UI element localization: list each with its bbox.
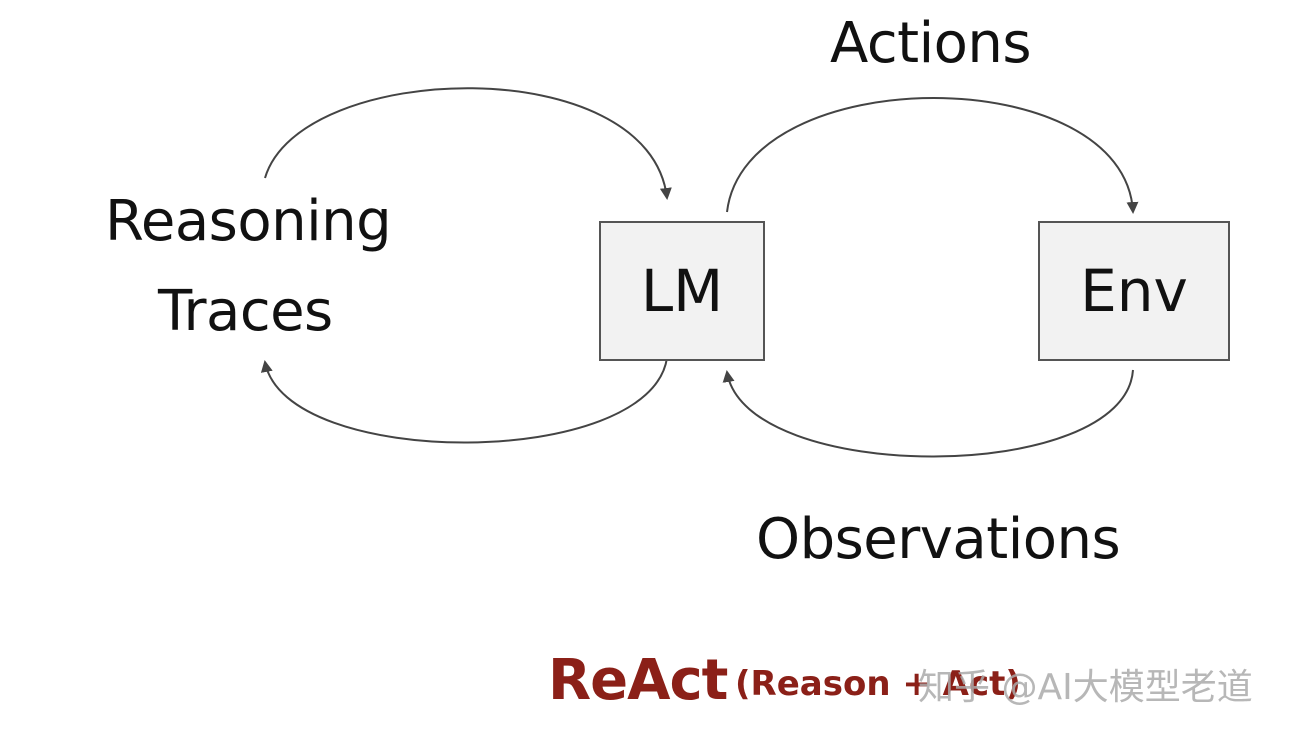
arrow-lm-to-env [726,97,1139,214]
react-subtitle: (Reason + Act) [735,664,1021,704]
react-title: ReAct [548,648,728,713]
zhihu-watermark: 知乎 @AI大模型老道 [918,667,1253,708]
actions-label: Actions [830,11,1032,76]
reasoning-label-line2: Traces [158,279,333,344]
arrow-reasoning-to-lm [264,87,672,200]
arrow-env-to-lm [722,369,1134,458]
env-node-label: Env [1080,257,1188,325]
lm-node-label: LM [640,257,724,325]
observations-label: Observations [756,507,1121,572]
lm-node: LM [599,221,765,361]
arrow-lm-to-reasoning [260,357,668,444]
reasoning-label-line1: Reasoning [105,189,392,254]
env-node: Env [1038,221,1230,361]
